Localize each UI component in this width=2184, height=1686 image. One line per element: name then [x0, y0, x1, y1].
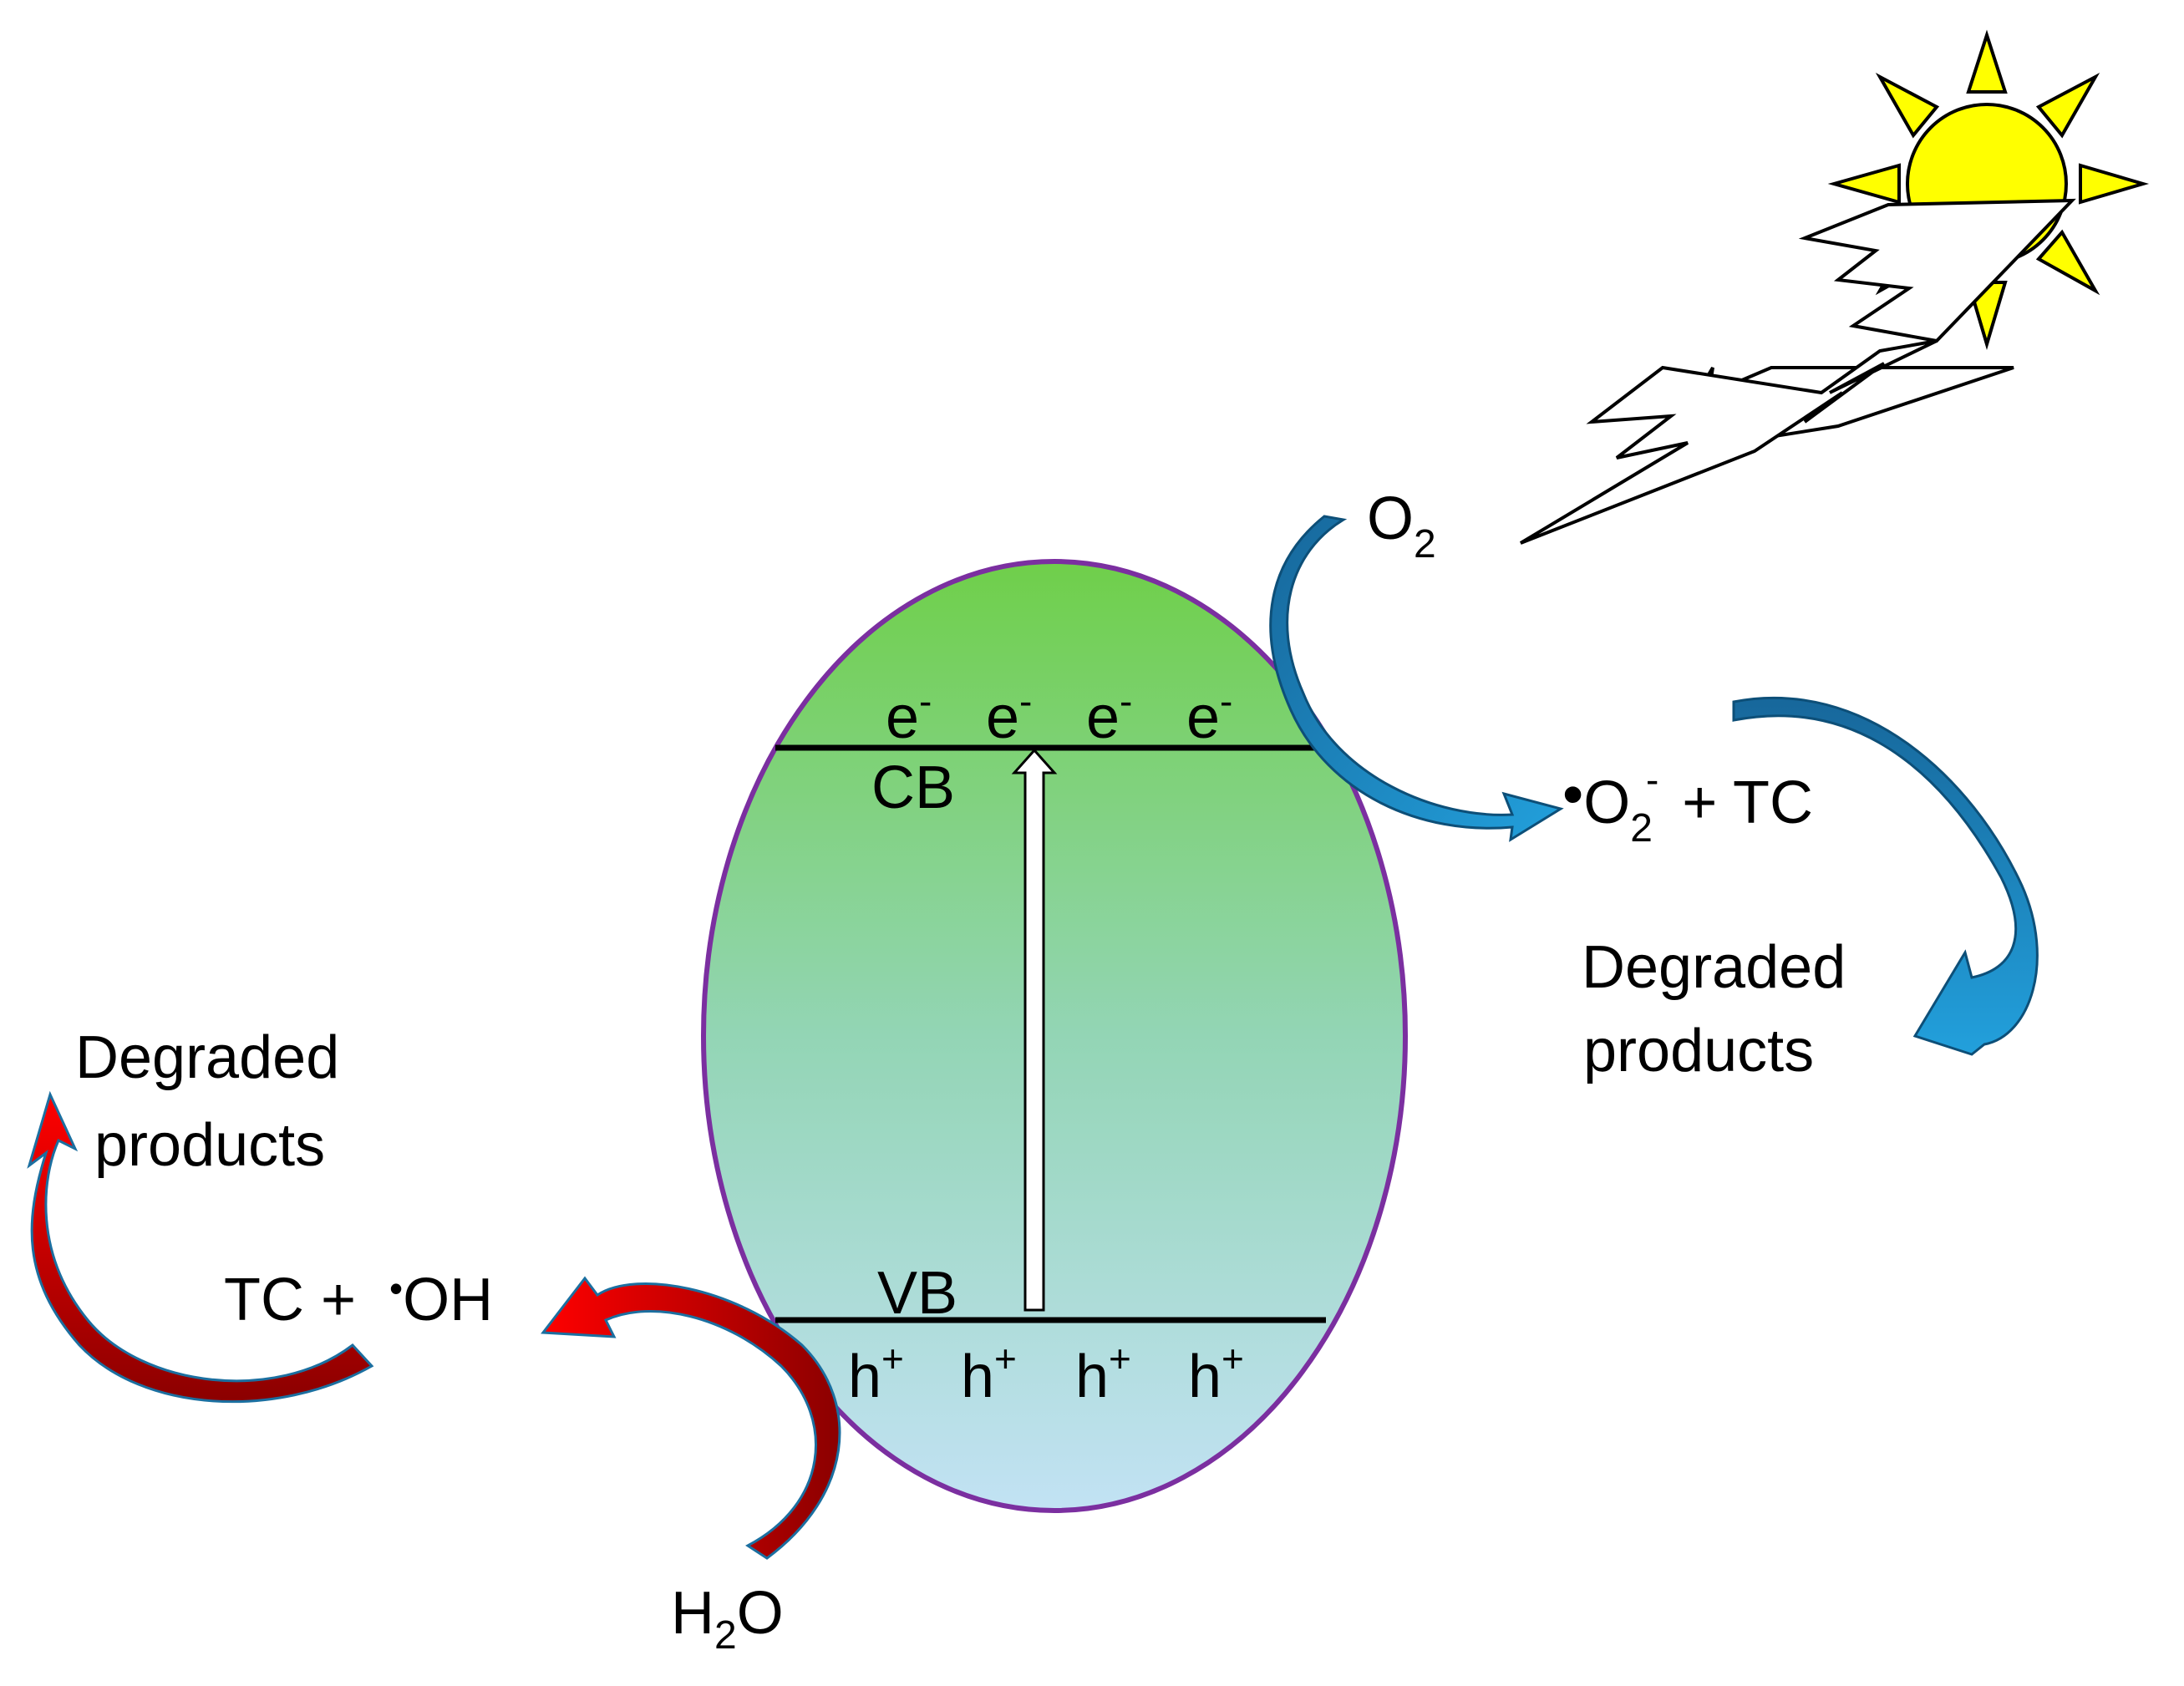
electron: e-	[1186, 679, 1232, 751]
water-label: H2O	[671, 1580, 784, 1658]
electron: e-	[1086, 679, 1132, 751]
hole: h+	[1188, 1337, 1244, 1410]
photocatalyst-particle	[701, 559, 1408, 1513]
degradation-arrow-left	[27, 1090, 374, 1404]
hole: h+	[1075, 1337, 1131, 1410]
light-ray-icon	[1519, 339, 1938, 545]
degradation-arrow-right	[1732, 696, 2039, 1056]
oxygen-label: O2	[1367, 485, 1436, 566]
reduction-arrow	[1269, 515, 1564, 842]
sun-icon	[1827, 29, 2150, 351]
hydroxyl-label: TC + •OH	[224, 1267, 493, 1333]
degraded-products-left-line1: Degraded	[75, 1024, 339, 1091]
hole: h+	[961, 1337, 1017, 1410]
electron: e-	[986, 679, 1032, 751]
electron: e-	[886, 679, 932, 751]
superoxide-label: •O2-+ TC	[1562, 758, 1813, 851]
cb-label: CB	[871, 754, 955, 821]
hole: h+	[848, 1337, 904, 1410]
electrons: e- e- e- e-	[886, 679, 1232, 751]
excitation-arrow	[1011, 748, 1058, 1312]
oxidation-arrow	[541, 1276, 841, 1560]
degraded-products-left-line2: products	[94, 1112, 325, 1179]
degraded-products-right-line1: Degraded	[1582, 934, 1846, 1001]
holes: h+ h+ h+ h+	[848, 1337, 1244, 1410]
degraded-products-right-line2: products	[1583, 1018, 1814, 1084]
vb-label: VB	[877, 1260, 957, 1327]
